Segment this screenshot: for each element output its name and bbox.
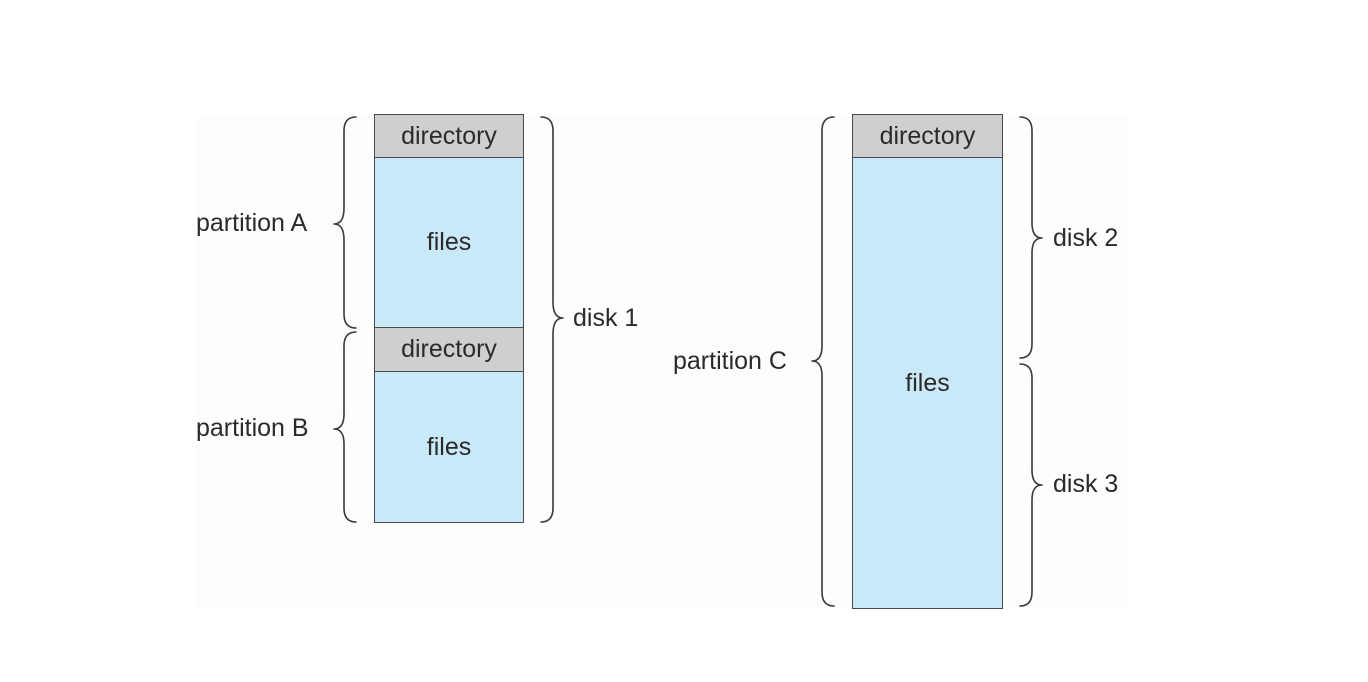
partition-a-label: partition A xyxy=(196,209,308,237)
disk-2-brace xyxy=(1019,116,1043,359)
partition-b-files-label: files xyxy=(426,432,472,461)
disk-3-brace xyxy=(1019,363,1043,607)
disk-1-brace xyxy=(540,116,564,523)
partition-b-directory-block: directory xyxy=(374,327,524,372)
partition-c-directory-label: directory xyxy=(879,121,976,150)
partition-c-label: partition C xyxy=(673,347,787,375)
partition-b-brace xyxy=(333,331,357,523)
partition-a-files-label: files xyxy=(426,228,472,256)
partition-c-brace xyxy=(811,116,835,607)
partition-a-directory-label: directory xyxy=(401,121,497,150)
partition-a-files-block: files xyxy=(374,157,524,328)
partition-a-directory-block: directory xyxy=(374,114,524,158)
partition-c-files-block: files xyxy=(852,157,1003,609)
disk-1-label: disk 1 xyxy=(573,304,639,332)
partition-a-brace xyxy=(333,116,357,329)
partition-b-label: partition B xyxy=(196,414,309,442)
partition-c-directory-block: directory xyxy=(852,114,1003,158)
disk-2-label: disk 2 xyxy=(1053,224,1119,252)
partition-b-directory-label: directory xyxy=(401,335,497,363)
disk-3-label: disk 3 xyxy=(1053,470,1119,498)
partition-c-files-label: files xyxy=(905,368,950,397)
partition-b-files-block: files xyxy=(374,371,524,523)
